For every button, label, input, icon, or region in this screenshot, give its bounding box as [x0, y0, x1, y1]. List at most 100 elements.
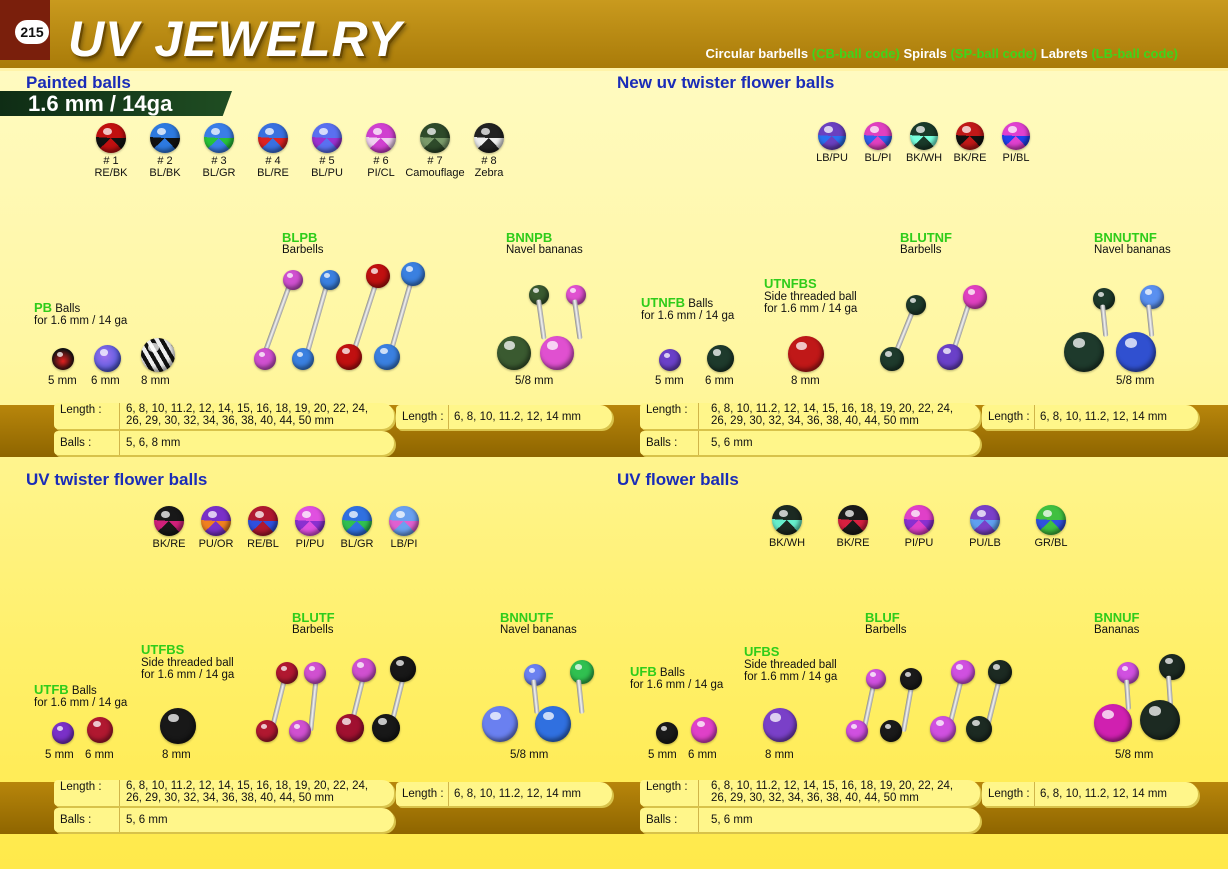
ball-swatch [838, 505, 868, 535]
product-desc: for 1.6 mm / 14 ga [34, 315, 128, 327]
ball-swatch-label: BK/RE [930, 152, 1010, 164]
spec-label: Length : [402, 411, 444, 423]
swatch-code: Zebra [474, 167, 504, 179]
legend-circular-label: Circular barbells [705, 46, 812, 61]
swatch-code: BL/PU [311, 167, 343, 179]
size-label: 8 mm [141, 375, 170, 387]
legend-spirals-label: Spirals [899, 46, 951, 61]
size-label-bnnutf: 5/8 mm [510, 749, 549, 761]
product-code: UFBS [744, 644, 780, 659]
product-desc: for 1.6 mm / 14 ga [630, 679, 724, 691]
ball-swatch-label: BK/RE [129, 538, 209, 550]
swatch-code: RE/BK [94, 167, 128, 179]
swatch-code: BK/RE [953, 152, 987, 164]
page-number: 215 [15, 20, 49, 44]
swatch-code: BL/BK [149, 167, 181, 179]
spec-value-line1: 6, 8, 10, 11.2, 12, 14, 15, 16, 18, 19, … [711, 403, 954, 415]
spec-label: Length : [646, 781, 688, 793]
swatch-code: BK/WH [768, 537, 806, 549]
ball-swatch [96, 123, 126, 153]
ball-swatch-label: RE/BL [223, 538, 303, 550]
ball-swatch-label: PI/PU [879, 537, 959, 549]
spec-label: Balls : [60, 814, 92, 826]
ball-image [141, 338, 175, 372]
ball-swatch-label: BL/PI [838, 152, 918, 164]
size-label: 8 mm [791, 375, 820, 387]
ball-swatch-label: GR/BL [1011, 537, 1091, 549]
ball-swatch [420, 123, 450, 153]
spec-balls-painted: Balls : 5, 6, 8 mm [54, 431, 394, 455]
product-name: Balls [71, 685, 97, 697]
spec-value-line1: 6, 8, 10, 11.2, 12, 14, 15, 16, 18, 19, … [126, 403, 369, 415]
swatch-code: PI/PU [295, 538, 325, 550]
spec-label: Balls : [60, 437, 92, 449]
swatch-code: BK/RE [836, 537, 870, 549]
ball-swatch-label: PI/BL [976, 152, 1056, 164]
page-title: UV JEWELRY [68, 11, 403, 67]
spec-banana-length-new-twister: Length : 6, 8, 10, 11.2, 12, 14 mm [982, 405, 1198, 429]
legend-circular-code: (CB-ball code) [811, 46, 900, 61]
spec-value: 5, 6, 8 mm [126, 437, 181, 449]
ball-swatch [312, 123, 342, 153]
ball-image [94, 345, 121, 372]
product-name-blutnf: Barbells [900, 244, 942, 256]
swatch-number: # 3 [211, 155, 227, 167]
ball-code-legend: Circular barbells (CB-ball code) Spirals… [706, 46, 1178, 61]
ball-swatch [258, 123, 288, 153]
size-label-bnnpb: 5/8 mm [515, 375, 554, 387]
ball-image [52, 722, 74, 744]
product-code-bnnutf: BNNUTF [500, 610, 554, 625]
ball-swatch [956, 122, 984, 150]
swatch-number: # 4 [265, 155, 281, 167]
size-label: 5 mm [648, 749, 677, 761]
ball-image [707, 345, 734, 372]
ball-image [659, 349, 681, 371]
ball-swatch [910, 122, 938, 150]
spec-label: Length : [60, 781, 102, 793]
ball-swatch-label: PI/PU [270, 538, 350, 550]
ball-image [691, 717, 717, 743]
spec-banana-length-painted: Length : 6, 8, 10, 11.2, 12, 14 mm [396, 405, 612, 429]
ball-swatch [154, 506, 184, 536]
swatch-code: PI/BL [1002, 152, 1030, 164]
spec-label: Balls : [646, 437, 678, 449]
spec-length-new-twister: Length : 6, 8, 10, 11.2, 12, 14, 15, 16,… [640, 403, 980, 429]
spec-length-painted: Length : 6, 8, 10, 11.2, 12, 14, 15, 16,… [54, 403, 394, 429]
spec-value: 6, 8, 10, 11.2, 12, 14 mm [1040, 411, 1167, 423]
spec-value: 5, 6 mm [711, 814, 753, 826]
section-title-new-twister: New uv twister flower balls [617, 73, 835, 92]
ball-swatch [248, 506, 278, 536]
ball-image [788, 336, 824, 372]
product-code: PB [34, 300, 53, 315]
spec-balls-twister: Balls : 5, 6 mm [54, 808, 394, 832]
ball-swatch [150, 123, 180, 153]
product-name: Side threaded ball [744, 659, 837, 671]
spec-value-line1: 6, 8, 10, 11.2, 12, 14, 15, 16, 18, 19, … [126, 780, 369, 792]
spec-value-line2: 26, 29, 30, 32, 34, 36, 38, 40, 44, 50 m… [711, 415, 919, 427]
product-name: Balls [659, 667, 685, 679]
ball-swatch [904, 505, 934, 535]
swatch-code: GR/BL [1034, 537, 1068, 549]
size-label: 8 mm [765, 749, 794, 761]
product-code-blpb: BLPB [282, 230, 318, 245]
swatch-number: # 2 [157, 155, 173, 167]
spec-banana-length-flower: Length : 6, 8, 10, 11.2, 12, 14 mm [982, 782, 1198, 806]
swatch-code: BL/GR [340, 538, 374, 550]
ball-image [52, 348, 74, 370]
ball-swatch [970, 505, 1000, 535]
spec-balls-new-twister: Balls : 5, 6 mm [640, 431, 980, 455]
spec-value: 5, 6 mm [711, 437, 753, 449]
ball-swatch-label: BK/WH [884, 152, 964, 164]
spec-banana-length-twister: Length : 6, 8, 10, 11.2, 12, 14 mm [396, 782, 612, 806]
swatch-number: # 7 [427, 155, 443, 167]
ball-image [87, 717, 113, 743]
swatch-code: PU/OR [198, 538, 234, 550]
